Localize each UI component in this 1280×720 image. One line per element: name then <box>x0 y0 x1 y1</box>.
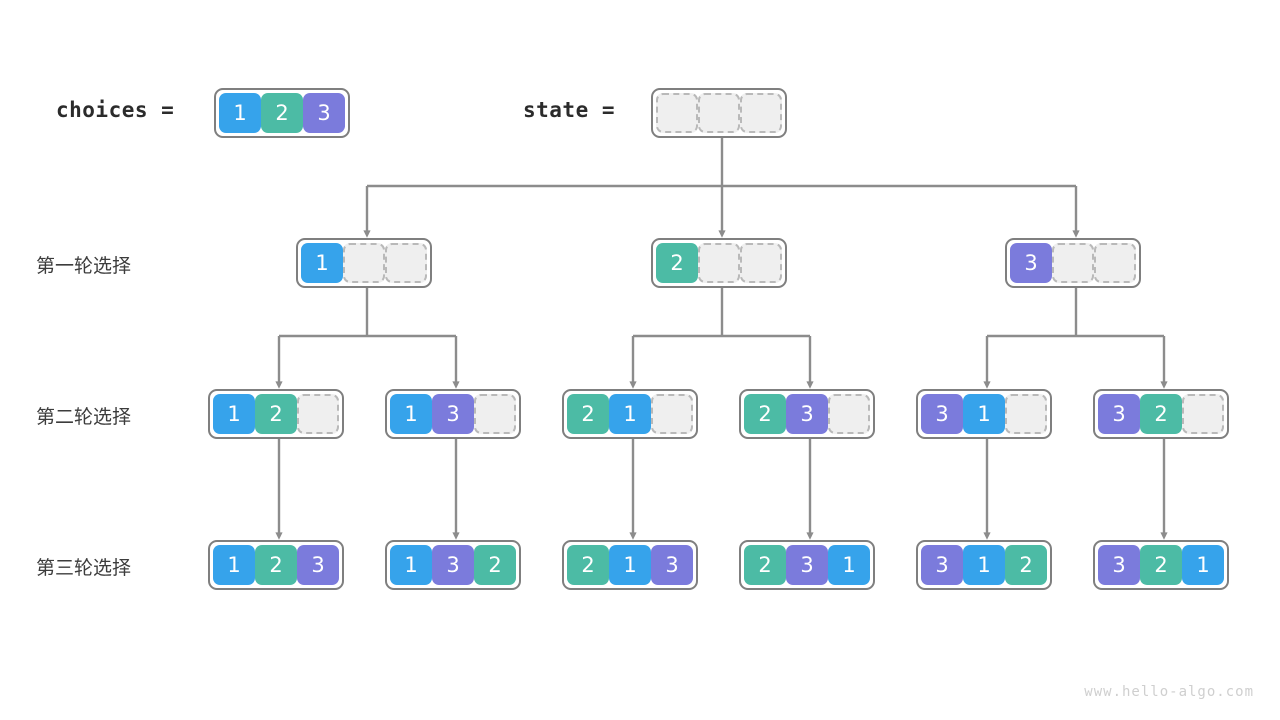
level1-node-2-cell-2 <box>1094 243 1136 283</box>
level1-node-1-cell-1 <box>698 243 740 283</box>
level2-node-3: 2 3 <box>739 389 875 439</box>
level3-node-5: 3 2 1 <box>1093 540 1229 590</box>
choices-cell-0: 1 <box>219 93 261 133</box>
level1-node-0: 1 <box>296 238 432 288</box>
level2-node-1-cell-1: 3 <box>432 394 474 434</box>
level2-node-1-cell-0: 1 <box>390 394 432 434</box>
level1-node-2: 3 <box>1005 238 1141 288</box>
level3-node-4-cell-0: 3 <box>921 545 963 585</box>
level1-node-0-cell-1 <box>343 243 385 283</box>
level2-node-0-cell-1: 2 <box>255 394 297 434</box>
root-cell-2 <box>740 93 782 133</box>
level2-node-4: 3 1 <box>916 389 1052 439</box>
root-cell-0 <box>656 93 698 133</box>
state-label: state = <box>523 98 616 122</box>
level3-node-1-cell-1: 3 <box>432 545 474 585</box>
level2-node-2-cell-1: 1 <box>609 394 651 434</box>
root-cell-1 <box>698 93 740 133</box>
level2-node-1: 1 3 <box>385 389 521 439</box>
level3-node-4: 3 1 2 <box>916 540 1052 590</box>
level2-node-3-cell-2 <box>828 394 870 434</box>
level2-node-2-cell-0: 2 <box>567 394 609 434</box>
choices-cell-2: 3 <box>303 93 345 133</box>
level3-node-2-cell-0: 2 <box>567 545 609 585</box>
level1-node-1-cell-2 <box>740 243 782 283</box>
level2-node-0-cell-2 <box>297 394 339 434</box>
level2-node-5: 3 2 <box>1093 389 1229 439</box>
level2-node-5-cell-1: 2 <box>1140 394 1182 434</box>
level2-node-4-cell-0: 3 <box>921 394 963 434</box>
level2-node-5-cell-0: 3 <box>1098 394 1140 434</box>
level3-node-3-cell-2: 1 <box>828 545 870 585</box>
level2-node-0-cell-0: 1 <box>213 394 255 434</box>
level3-node-2: 2 1 3 <box>562 540 698 590</box>
level1-node-0-cell-2 <box>385 243 427 283</box>
site-watermark: www.hello-algo.com <box>1084 684 1254 700</box>
level1-node-2-cell-0: 3 <box>1010 243 1052 283</box>
level2-node-2-cell-2 <box>651 394 693 434</box>
level3-node-5-cell-0: 3 <box>1098 545 1140 585</box>
level3-node-2-cell-1: 1 <box>609 545 651 585</box>
level3-node-4-cell-2: 2 <box>1005 545 1047 585</box>
level2-node-2: 2 1 <box>562 389 698 439</box>
level3-node-3-cell-0: 2 <box>744 545 786 585</box>
level1-node-1: 2 <box>651 238 787 288</box>
level3-node-0: 1 2 3 <box>208 540 344 590</box>
level3-node-1-cell-2: 2 <box>474 545 516 585</box>
level3-node-0-cell-1: 2 <box>255 545 297 585</box>
level2-node-1-cell-2 <box>474 394 516 434</box>
level3-node-3-cell-1: 3 <box>786 545 828 585</box>
row-label-round-3: 第三轮选择 <box>36 558 132 579</box>
level3-node-3: 2 3 1 <box>739 540 875 590</box>
level2-node-4-cell-2 <box>1005 394 1047 434</box>
level2-node-3-cell-1: 3 <box>786 394 828 434</box>
level3-node-1-cell-0: 1 <box>390 545 432 585</box>
choices-array: 1 2 3 <box>214 88 350 138</box>
level3-node-2-cell-2: 3 <box>651 545 693 585</box>
level3-node-0-cell-2: 3 <box>297 545 339 585</box>
state-root-node <box>651 88 787 138</box>
level3-node-4-cell-1: 1 <box>963 545 1005 585</box>
level1-node-1-cell-0: 2 <box>656 243 698 283</box>
choices-cell-1: 2 <box>261 93 303 133</box>
level3-node-0-cell-0: 1 <box>213 545 255 585</box>
level2-node-4-cell-1: 1 <box>963 394 1005 434</box>
level2-node-0: 1 2 <box>208 389 344 439</box>
level3-node-5-cell-2: 1 <box>1182 545 1224 585</box>
level1-node-2-cell-1 <box>1052 243 1094 283</box>
level1-node-0-cell-0: 1 <box>301 243 343 283</box>
level2-node-5-cell-2 <box>1182 394 1224 434</box>
row-label-round-2: 第二轮选择 <box>36 407 132 428</box>
level3-node-1: 1 3 2 <box>385 540 521 590</box>
level3-node-5-cell-1: 2 <box>1140 545 1182 585</box>
row-label-round-1: 第一轮选择 <box>36 256 132 277</box>
choices-label: choices = <box>56 98 175 122</box>
level2-node-3-cell-0: 2 <box>744 394 786 434</box>
